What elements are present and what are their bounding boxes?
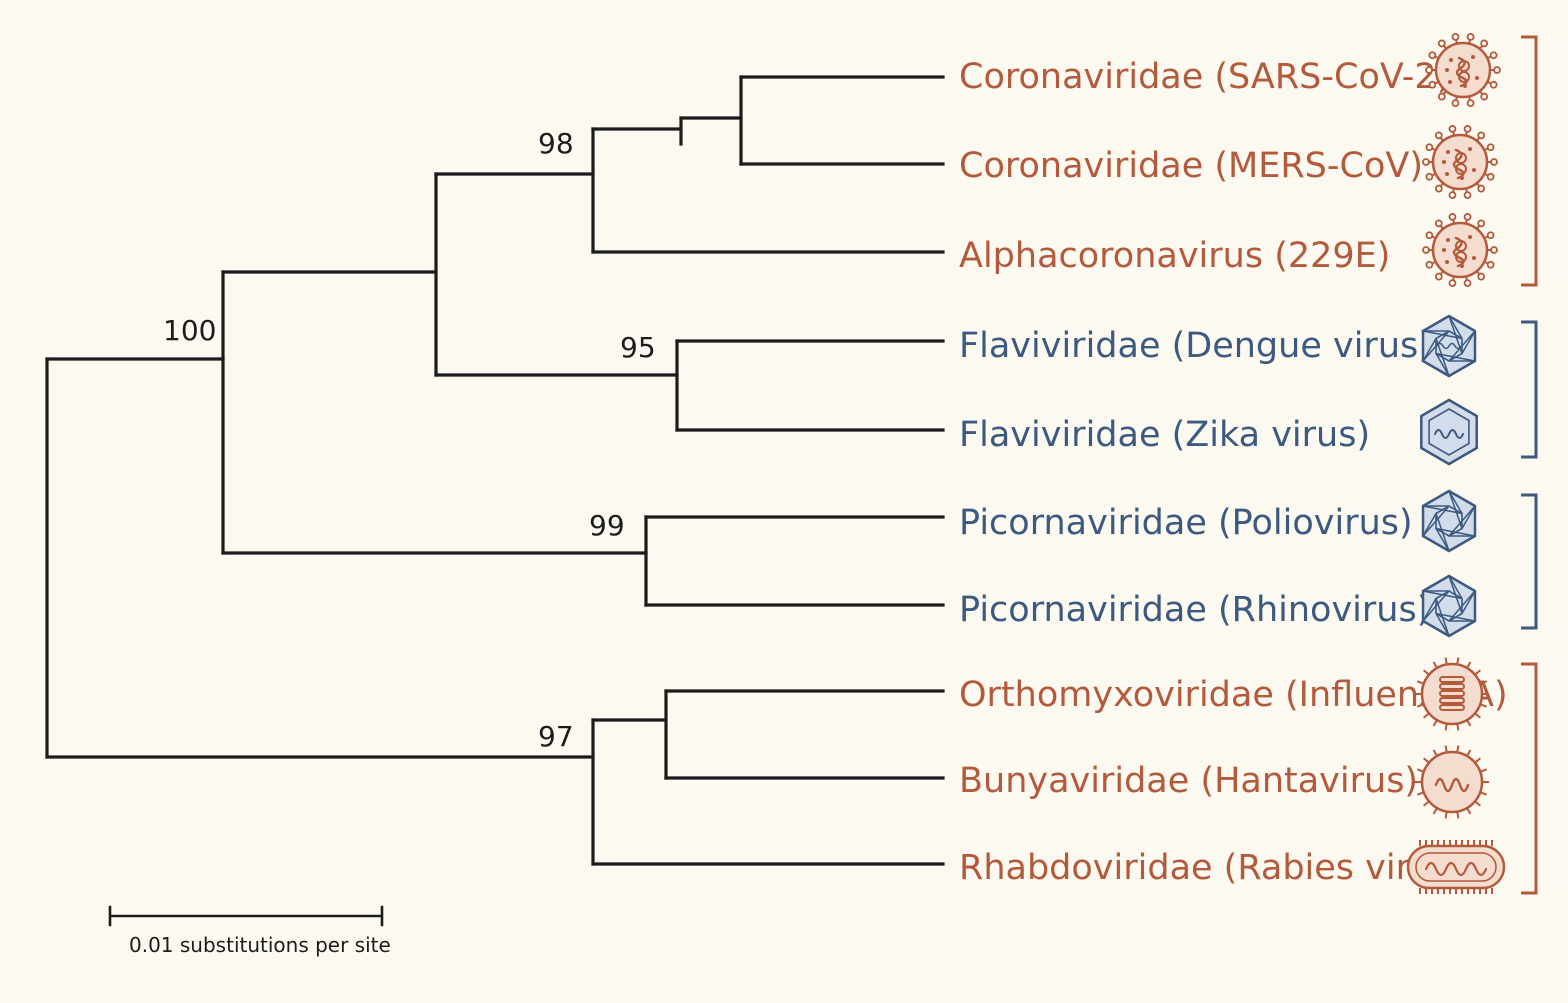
taxon-label: Coronaviridae (SARS-CoV-2) — [959, 57, 1450, 97]
scale-bar-line — [108, 905, 384, 927]
icosahedral-capsid-icon — [1421, 574, 1477, 638]
support-value-98: 98 — [538, 127, 574, 160]
group-bracket — [1521, 35, 1538, 287]
taxon-label: Coronaviridae (MERS-CoV) — [959, 146, 1423, 186]
support-value-95: 95 — [620, 331, 656, 364]
group-bracket — [1521, 493, 1538, 630]
bullet-virion-icon — [1406, 840, 1506, 894]
taxon-label: Flaviviridae (Zika virus) — [959, 415, 1370, 455]
group-bracket — [1521, 320, 1538, 459]
support-value-100: 100 — [163, 314, 216, 347]
support-value-99: 99 — [589, 509, 625, 542]
tree-branches — [45, 75, 945, 866]
spherical-virion-icon — [1415, 745, 1489, 819]
support-value-97: 97 — [538, 720, 574, 753]
taxon-label: Picornaviridae (Rhinovirus) — [959, 590, 1430, 630]
corona-virion-icon — [1422, 124, 1498, 200]
taxon-label: Bunyaviridae (Hantavirus) — [959, 761, 1418, 801]
icosahedral-capsid-icon — [1421, 489, 1477, 553]
scale-bar: 0.01 substitutions per site — [108, 905, 391, 957]
virion-icons — [1406, 32, 1506, 894]
group-brackets — [1521, 35, 1538, 895]
hexagonal-capsid-icon — [1420, 398, 1478, 466]
corona-virion-icon — [1425, 32, 1501, 108]
corona-virion-icon — [1422, 212, 1498, 288]
taxon-label: Picornaviridae (Poliovirus) — [959, 503, 1413, 543]
icosahedral-capsid-icon — [1421, 314, 1477, 378]
scale-bar-label: 0.01 substitutions per site — [129, 933, 391, 957]
taxon-label: Rhabdoviridae (Rabies virus) — [959, 848, 1464, 888]
segmented-virion-icon — [1415, 657, 1489, 731]
taxon-label: Flaviviridae (Dengue virus) — [959, 326, 1432, 366]
taxon-labels: Coronaviridae (SARS-CoV-2) Coronaviridae… — [959, 57, 1508, 888]
taxon-label: Alphacoronavirus (229E) — [959, 236, 1390, 276]
group-bracket — [1521, 662, 1538, 895]
